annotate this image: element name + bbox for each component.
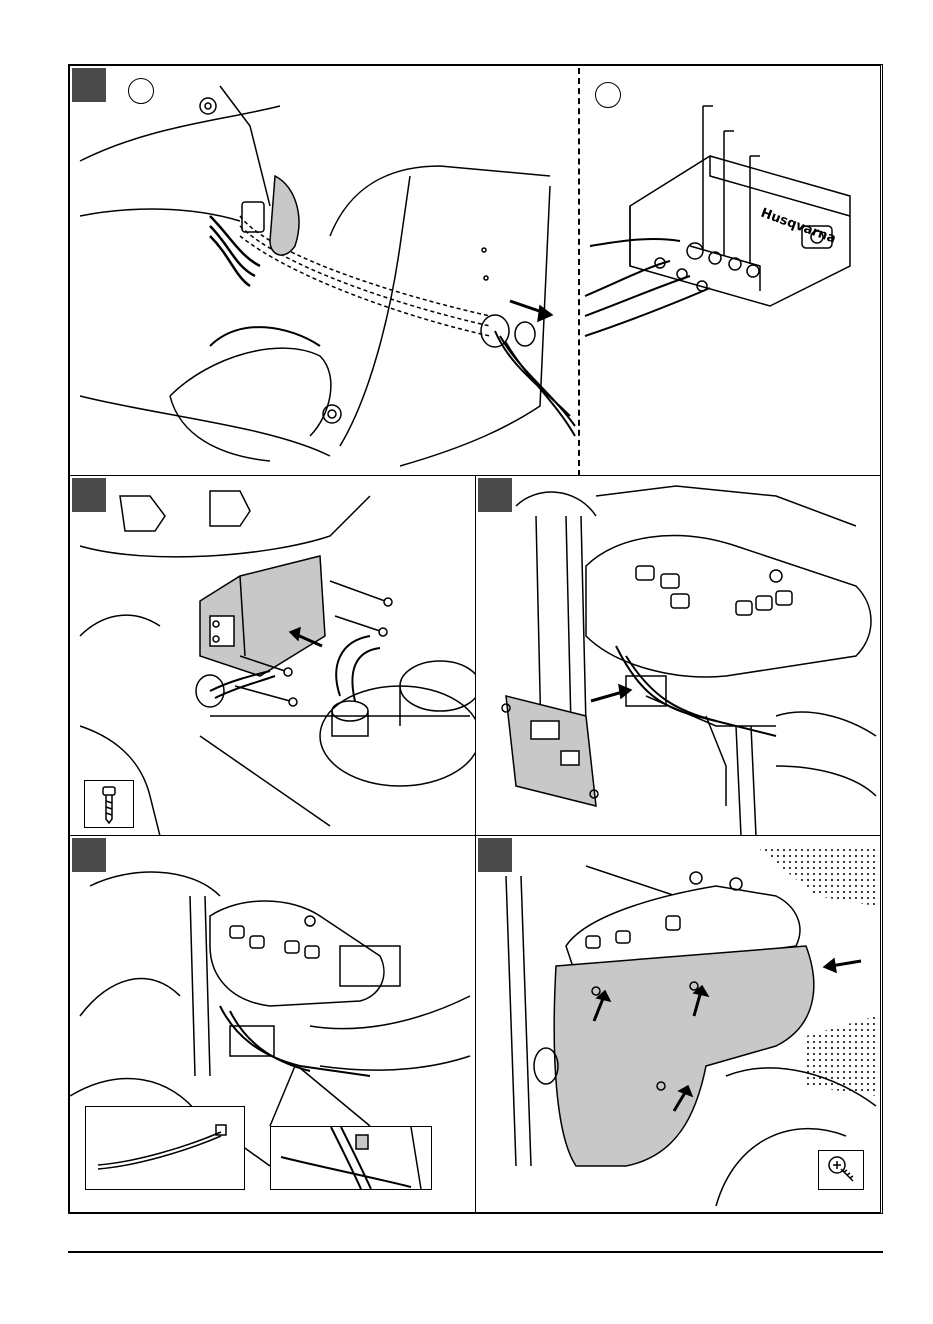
panel-1: Husqvarna [69,65,881,477]
screw-inset-2 [818,1150,864,1190]
figure-frame: Husqvarna [68,64,883,1214]
panel-2 [69,475,477,837]
cable-tie-detail-illustration [271,1127,431,1189]
dashed-divider [578,68,580,476]
panel-4 [69,835,477,1213]
screw-icon [85,781,133,827]
cable-tie-detail-inset [270,1126,432,1190]
step-badge-5 [478,838,512,872]
panel-3 [475,475,881,837]
callout-circle-b [595,82,621,108]
footer-rule [68,1251,883,1253]
cable-tie-inset [85,1106,245,1190]
screw-icon [819,1151,863,1189]
step-badge-4 [72,838,106,872]
callout-circle-a [128,78,154,104]
step-badge-3 [478,478,512,512]
panel-3-illustration [476,476,881,837]
panel-1-illustration: Husqvarna [70,66,881,477]
screw-inset [84,780,134,828]
cable-tie-icon [86,1107,244,1189]
panel-5 [475,835,881,1213]
step-badge-2 [72,478,106,512]
step-badge-1 [72,68,106,102]
